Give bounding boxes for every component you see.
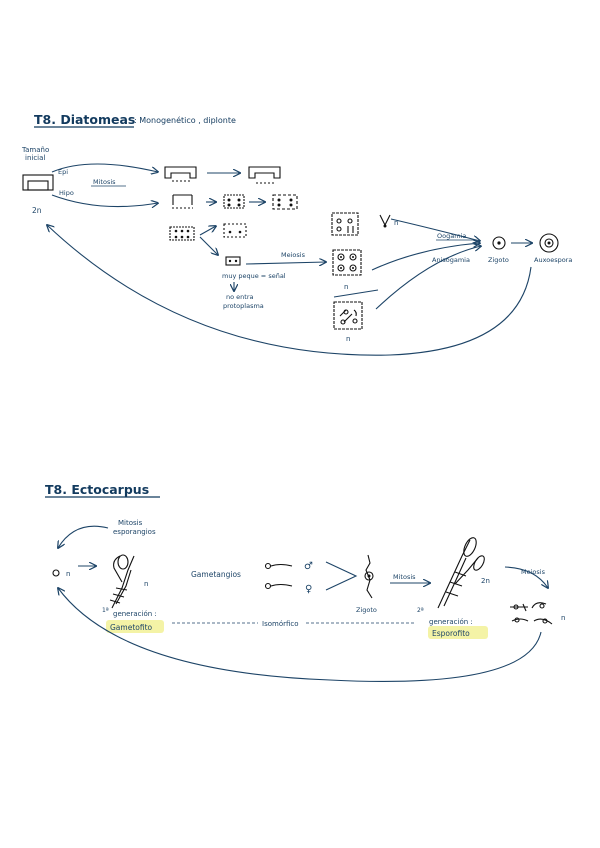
meiosis-ecto-label: Meiosis [521, 568, 546, 576]
diatomeas-subtitle: : Monogenético , diplonte [134, 115, 236, 125]
haploid-n-bot: n [346, 335, 350, 343]
zigoto-ecto-label: Zigoto [356, 606, 377, 614]
ectocarpus-section: T8. Ectocarpus Mitosis esporangios n n 1… [45, 482, 565, 682]
initial-diatom-icon [22, 174, 54, 191]
muy-peque-label: muy peque = señal [222, 272, 286, 280]
gen2-number: 2ª [417, 607, 424, 614]
esporofito-highlight [428, 626, 488, 639]
converge-arrows [325, 561, 358, 591]
dividing-diatom-icon [223, 194, 245, 209]
spore-n-label: n [66, 570, 70, 578]
tamano-inicial-label-1: Tamaño [21, 146, 49, 154]
spore-icon [52, 569, 60, 577]
gametofito-label: Gametofito [110, 623, 153, 632]
oogamia-label: Oogamia [437, 232, 466, 240]
gametophyte-n-label: n [144, 580, 148, 588]
zigoto-label: Zigoto [488, 256, 509, 264]
meiosis-arrow [245, 262, 326, 264]
tiny-diatom-icon [225, 256, 241, 266]
hipo-label: Hipo [59, 189, 74, 197]
zygote-icon [492, 236, 506, 250]
mitosis-arrow-upper [51, 163, 158, 172]
ectocarpus-title: T8. Ectocarpus [45, 482, 149, 497]
diploid-2n-label: 2n [32, 206, 42, 215]
no-entra-label: no entra [226, 293, 254, 301]
ectocarpus-return-arc [58, 588, 542, 682]
small-diatom-cluster-icon [169, 226, 195, 241]
male-symbol: ♂ [304, 561, 313, 572]
isomorfico-label: Isomórfico [262, 620, 299, 628]
arrow-small-down [199, 236, 218, 255]
separator-stroke [333, 289, 379, 298]
dividing-diatom-2-icon [272, 194, 298, 210]
gen2-label: generación : [429, 618, 473, 626]
zoospores-icon [510, 602, 553, 625]
haploid-n-mid: n [344, 283, 348, 291]
auxoespora-label: Auxoespora [534, 256, 572, 264]
arrow-mitosis-esporangios [58, 525, 109, 548]
haploid-n-top: n [394, 219, 398, 227]
zoospores-n-label: n [561, 614, 565, 622]
protoplasma-label: protoplasma [223, 302, 264, 310]
mitosis-esporangios-label-1: Mitosis [118, 519, 143, 527]
sporophyte-2n-label: 2n [481, 577, 490, 585]
diatomeas-return-arc [47, 225, 532, 356]
auxoespora-icon [539, 233, 559, 253]
male-gamete-icon [264, 562, 293, 570]
hipo-valve-icon [172, 194, 193, 209]
anisogamia-gametes-box [332, 249, 362, 276]
gametangios-label: Gametangios [191, 570, 241, 579]
gametophyte-filament-icon [109, 554, 135, 609]
small-diatom-2-icon [223, 223, 247, 238]
mitosis-ecto-label: Mitosis [393, 573, 416, 581]
sperm-cell-icon [379, 214, 391, 228]
gen1-number: 1ª [102, 607, 109, 614]
mitosis-label: Mitosis [93, 178, 116, 186]
isogamia-gametes-box [333, 301, 363, 330]
oogamia-gametes-box [331, 212, 359, 236]
meiosis-label: Meiosis [281, 251, 306, 259]
epi-daughter-icon [248, 166, 281, 184]
diatomeas-section: T8. Diatomeas : Monogenético , diplonte … [21, 112, 572, 356]
diatomeas-title: T8. Diatomeas [34, 112, 135, 127]
gametofito-highlight [106, 620, 164, 633]
arrow-small-up [199, 226, 216, 236]
sporophyte-filament-icon [437, 537, 485, 609]
zygote-ecto-icon [364, 554, 374, 599]
arrow-anisogamia [371, 243, 480, 271]
mitosis-arrow-lower [51, 194, 158, 207]
epi-label: Epi [58, 168, 68, 176]
female-gamete-icon [264, 582, 293, 590]
female-symbol: ♀ [305, 584, 312, 595]
arrow-isogamia [375, 246, 481, 310]
esporofito-label: Esporofito [432, 629, 470, 638]
arrow-oogamia [390, 218, 480, 241]
tamano-inicial-label-2: inicial [25, 154, 45, 162]
epi-valve-icon [164, 166, 197, 182]
mitosis-esporangios-label-2: esporangios [113, 528, 156, 536]
gen1-label: generación : [113, 610, 157, 618]
meiosis-ecto-arrow [504, 566, 548, 588]
anisogamia-label: Anisogamia [432, 256, 470, 264]
